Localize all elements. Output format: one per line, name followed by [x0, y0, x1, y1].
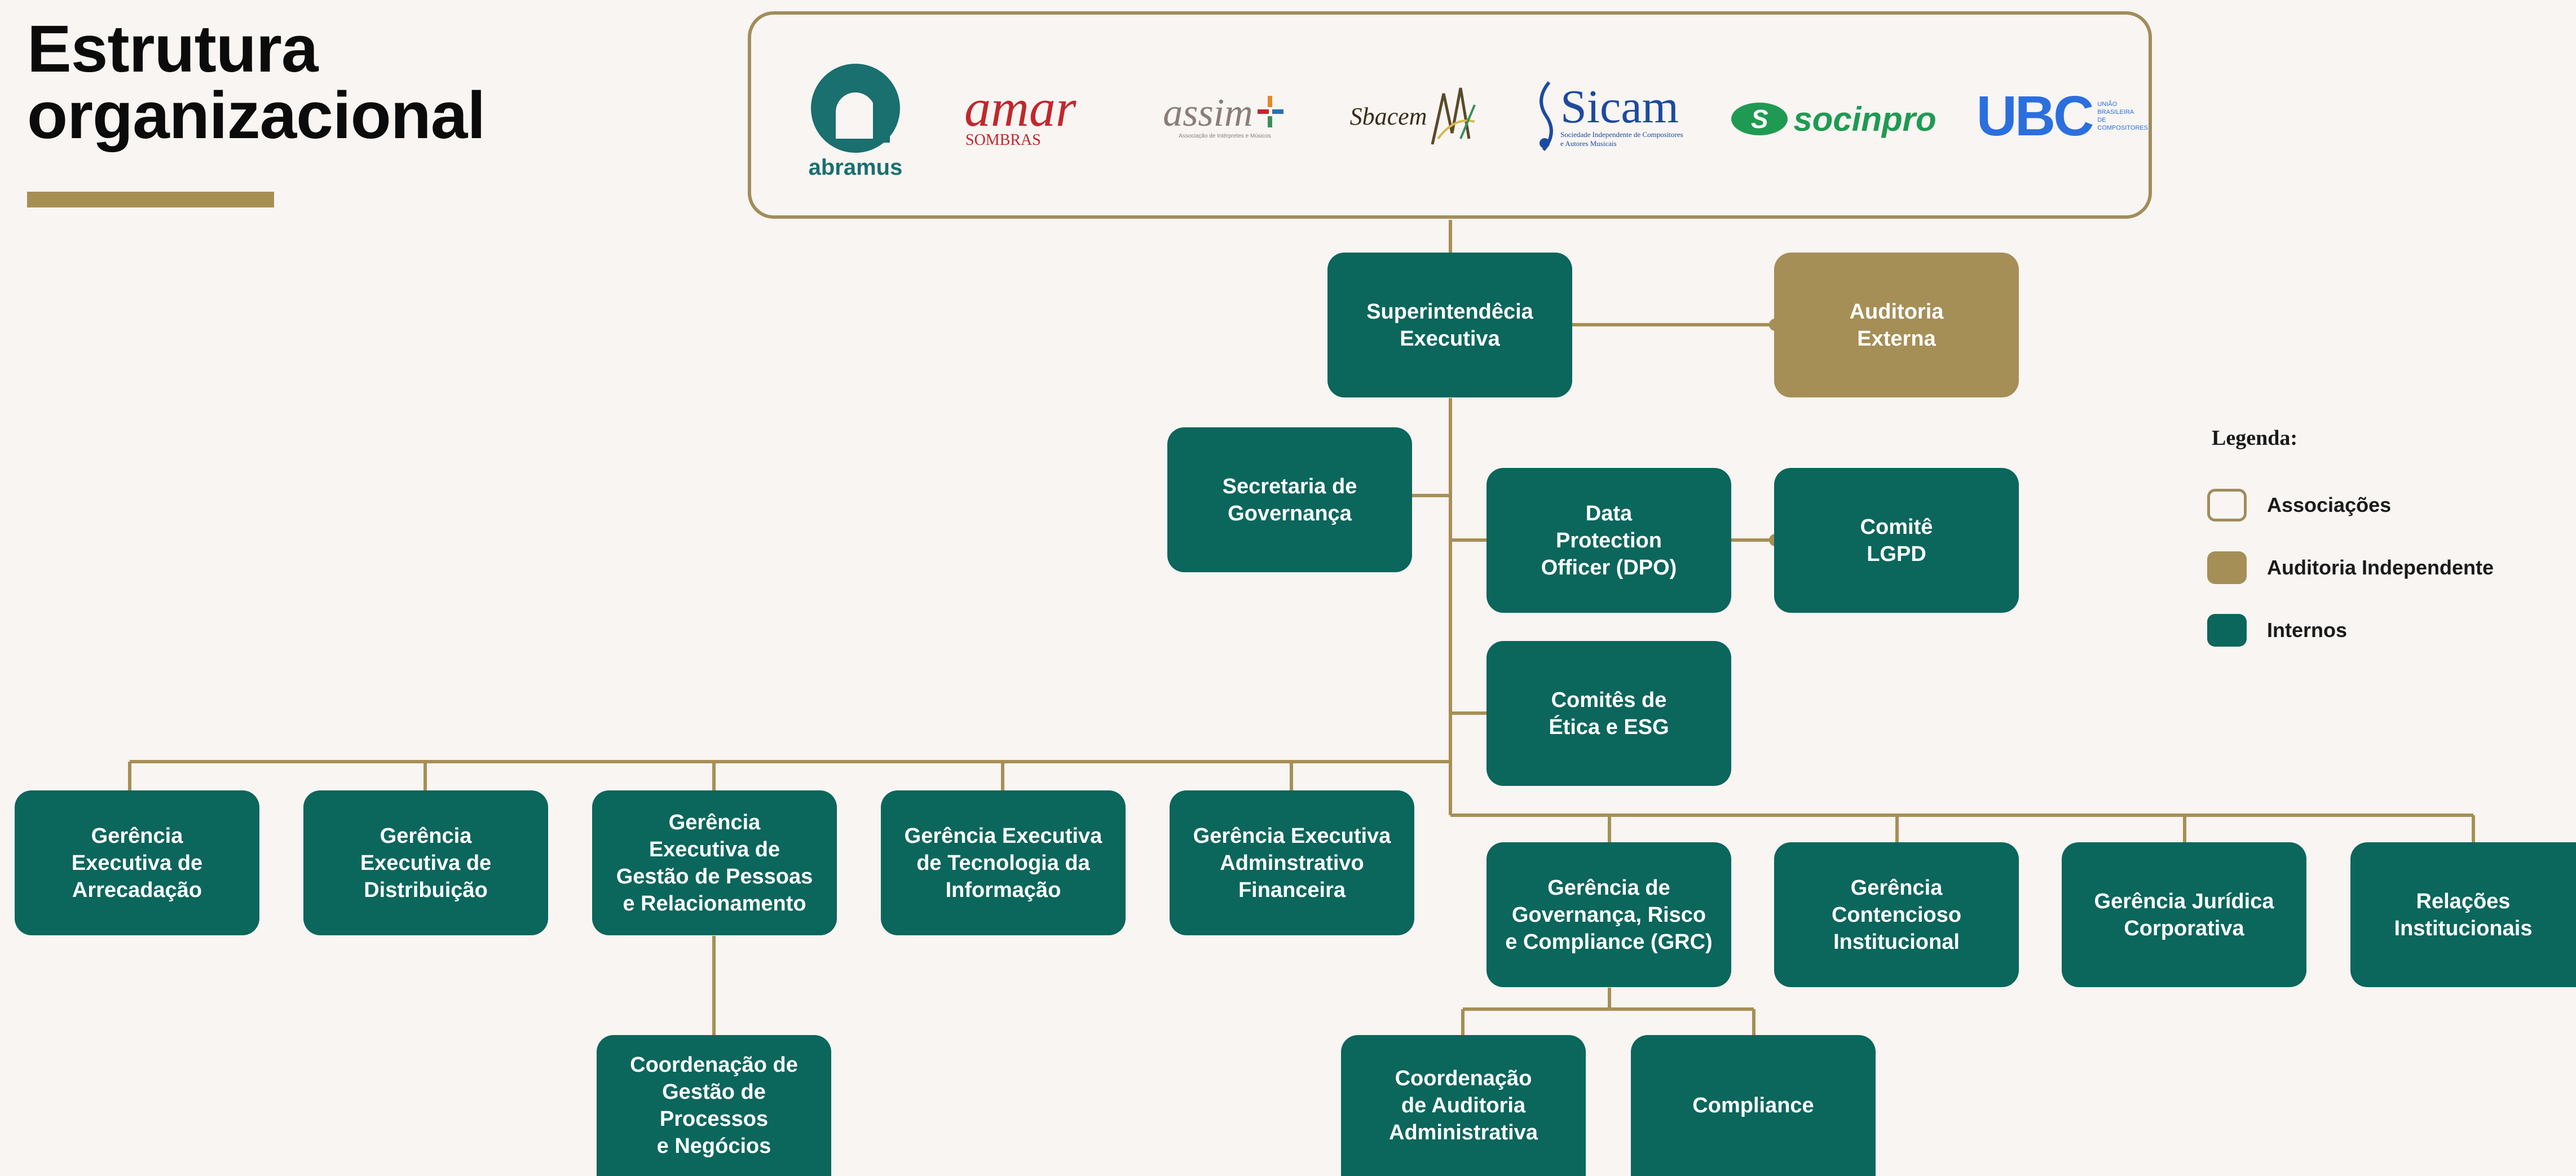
node-gerencia-contencioso: Gerência Contencioso Institucional — [1774, 842, 2019, 987]
logo-sbacem-label: Sbacem — [1349, 102, 1427, 130]
logo-ubc-sub: UNIÃO BRASILEIRA DE COMPOSITORES — [2097, 101, 2148, 131]
legend-item-associacoes: Associações — [2207, 487, 2391, 523]
logo-sbacem: Sbacem — [1349, 77, 1479, 156]
sicam-clef-icon — [1540, 81, 1553, 151]
sbacem-music-icon — [1431, 87, 1476, 145]
node-gerencia-arrecadacao: Gerência Executiva de Arrecadação — [15, 790, 259, 935]
legend-label: Auditoria Independente — [2267, 556, 2494, 579]
logo-assim-sub: Associação de Intérpretes e Músicos — [1179, 132, 1271, 139]
logo-amar-label: amar — [964, 79, 1077, 138]
node-comites-etica-esg: Comitês de Ética e ESG — [1487, 641, 1731, 786]
logo-assim-label: assim — [1163, 91, 1253, 135]
node-auditoria-externa: Auditoria Externa — [1774, 253, 2019, 397]
associations-box: abramus amar SOMBRAS assim Associação de… — [748, 11, 2152, 219]
legend-swatch-outline — [2207, 489, 2247, 521]
logo-amar-sub: SOMBRAS — [965, 131, 1041, 149]
node-gerencia-juridica: Gerência Jurídica Corporativa — [2062, 842, 2306, 987]
legend-item-auditoria: Auditoria Independente — [2207, 550, 2494, 586]
page-title-line-1: Estrutura — [27, 12, 319, 86]
title-underline — [27, 192, 274, 207]
legend-swatch-gold — [2207, 551, 2247, 584]
node-superintendencia-executiva: Superintendêcia Executiva — [1327, 253, 1572, 397]
node-gerencia-administrativo-financeira: Gerência Executiva Adminstrativo Finance… — [1170, 790, 1414, 935]
node-gerencia-grc: Gerência de Governança, Risco e Complian… — [1487, 842, 1731, 987]
node-gerencia-gestao-pessoas: Gerência Executiva de Gestão de Pessoas … — [592, 790, 837, 935]
node-dpo: Data Protection Officer (DPO) — [1487, 468, 1731, 613]
legend-label: Internos — [2267, 618, 2348, 642]
page-title-line-2: organizacional — [27, 78, 486, 153]
node-gerencia-distribuicao: Gerência Executiva de Distribuição — [303, 790, 548, 935]
logo-sicam-sub: Sociedade Independente de Compositores e… — [1560, 130, 1683, 148]
logo-amar: amar SOMBRAS — [964, 77, 1117, 156]
logo-assim: assim Associação de Intérpretes e Músico… — [1152, 71, 1298, 161]
assim-star-icon — [1257, 95, 1283, 127]
logo-ubc-label: UBC — [1976, 84, 2094, 148]
node-gerencia-tecnologia: Gerência Executiva de Tecnologia da Info… — [881, 790, 1126, 935]
node-compliance: Compliance — [1631, 1035, 1876, 1176]
abramus-icon — [811, 63, 900, 153]
logo-socinpro: S socinpro — [1727, 94, 1941, 144]
legend-label: Associações — [2267, 493, 2392, 516]
logo-sicam-label: Sicam — [1560, 81, 1679, 133]
legend-swatch-teal — [2207, 614, 2247, 647]
node-coordenacao-auditoria: Coordenação de Auditoria Administrativa — [1341, 1035, 1586, 1176]
node-coordenacao-processos: Coordenação de Gestão de Processos e Neg… — [597, 1035, 831, 1176]
node-comite-lgpd: Comitê LGPD — [1774, 468, 2019, 613]
socinpro-s-icon: S — [1731, 103, 1788, 135]
logo-abramus: abramus — [791, 54, 920, 189]
legend-title: Legenda: — [2212, 426, 2297, 450]
logo-abramus-label: abramus — [808, 154, 903, 180]
legend-item-internos: Internos — [2207, 612, 2347, 648]
page-title: Estrutura organizacional — [27, 12, 486, 153]
logo-sicam: Sicam Sociedade Independente de Composit… — [1529, 71, 1687, 161]
node-relacoes-institucionais: Relações Institucionais — [2350, 842, 2576, 987]
logo-socinpro-label: socinpro — [1793, 100, 1937, 138]
logo-ubc: UBC UNIÃO BRASILEIRA DE COMPOSITORES — [1976, 82, 2148, 150]
node-secretaria-governanca: Secretaria de Governança — [1167, 427, 1412, 572]
